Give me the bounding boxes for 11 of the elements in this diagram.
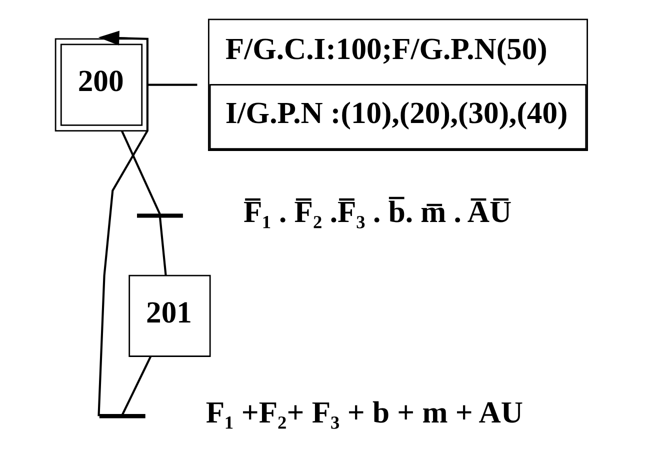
connector	[147, 84, 198, 86]
connector	[121, 130, 161, 215]
node-bar	[137, 214, 183, 218]
node-box: 200	[54, 38, 148, 132]
node-bar	[99, 414, 146, 418]
arrow	[98, 30, 148, 416]
node-label: F₁ +F₂+ F₃ + b + m + AU	[206, 396, 523, 430]
node-label: F̅₁ . F̅₂ .F̅₃ . b̅. m̅ . A̅U̅	[243, 195, 512, 230]
node-box: 201	[128, 274, 211, 357]
connector	[158, 217, 167, 276]
connector	[121, 356, 152, 416]
